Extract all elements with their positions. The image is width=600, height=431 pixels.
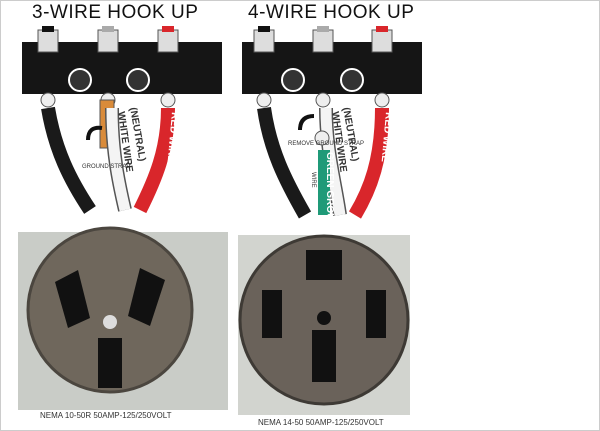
three-wire-red-wire (133, 107, 175, 214)
four-wire-title: 4-WIRE HOOK UP (248, 2, 415, 23)
three-wire-title: 3-WIRE HOOK UP (32, 2, 199, 23)
three-wire-black-wire (41, 106, 96, 214)
nema-10-50-outlet-photo (18, 226, 228, 410)
left-outlet-caption: NEMA 10-50R 50AMP-125/250VOLT (40, 411, 172, 420)
four-wire-red-wire (348, 107, 389, 219)
remove-strap-label: REMOVE GROUND STRAP (288, 141, 364, 147)
four-wire-terminal-block (242, 26, 422, 108)
arrow-icon (86, 125, 103, 141)
green-ground-label: GREEN GROUND (324, 152, 335, 235)
three-red-label: RED WIRE (165, 112, 180, 163)
four-wire-black-wire (257, 106, 312, 219)
four-red-label: RED WIRE (379, 112, 394, 163)
right-outlet-caption: NEMA 14-50 50AMP-125/250VOLT (258, 418, 384, 427)
ground-strap-label: GROUND STRAP (82, 164, 130, 170)
nema-14-50-outlet-photo (238, 234, 410, 415)
wire-label: WIRE (310, 172, 316, 188)
arrow-icon (298, 114, 315, 131)
three-wire-terminal-block (22, 26, 222, 108)
